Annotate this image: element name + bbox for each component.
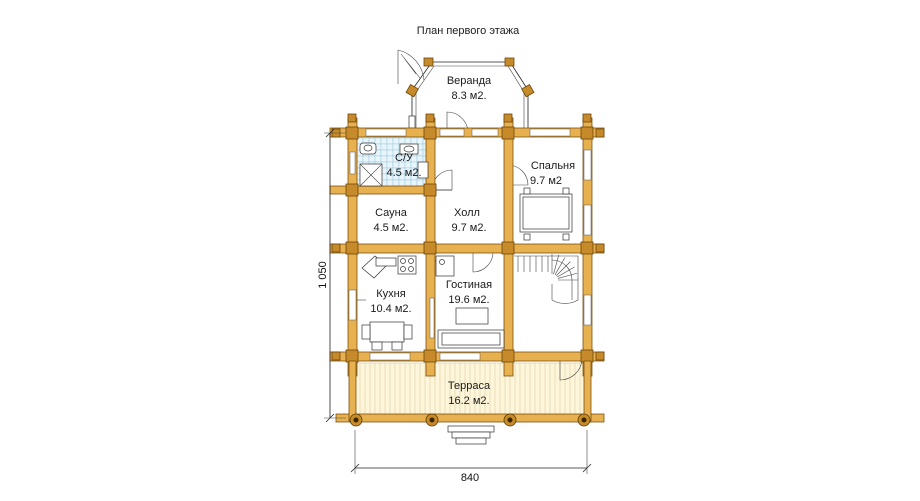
floor-tile [374,155,382,163]
terrace-deck [353,362,587,419]
dimension-width-label: 840 [461,472,479,484]
floor-tile [416,155,424,163]
room-veranda-area: 8.3 м2. [451,90,486,102]
log-end [423,183,437,197]
floor-tile [386,155,394,163]
terrace-post-core [507,417,513,423]
log-end [347,113,357,123]
log-end [582,113,592,123]
log-end [423,349,437,363]
log-end [595,243,605,253]
floor-tile [380,143,388,151]
floor-tile [368,155,376,163]
floor-tile [404,137,412,145]
stair-step [557,272,578,279]
floor-tile [386,143,394,151]
room-hall-name: Холл [454,207,480,219]
log-end [580,241,594,255]
room-kitchen-area: 10.4 м2. [370,303,411,315]
stair-step [556,261,571,276]
stair-rail [551,259,573,300]
log-end [345,126,359,140]
veranda-outline [397,49,535,130]
floor-tile [386,137,394,145]
stair-step [553,254,560,275]
floor-tile [380,155,388,163]
log-ends [331,113,605,363]
room-hall-area: 9.7 м2. [451,222,486,234]
room-terrace-area: 16.2 м2. [448,395,489,407]
plan-title: План первого этажа [417,25,520,37]
stair-step [557,266,575,278]
room-su-name: С/У [395,152,414,164]
log-end [423,241,437,255]
dimension-height-label: 1 050 [317,261,329,289]
floor-tile [392,137,400,145]
floor-tile [404,179,412,187]
log-end [425,113,435,123]
log-end [345,183,359,197]
floor-tile [398,137,406,145]
room-terrace-name: Терраса [448,380,491,392]
room-sauna-area: 4.5 м2. [373,222,408,234]
floor-tile [386,179,394,187]
terrace-post-core [353,417,359,423]
dimension-width: 840 [350,430,592,484]
furniture [359,142,579,351]
room-living-area: 19.6 м2. [448,294,489,306]
room-kitchen-name: Кухня [376,288,405,300]
floor-tile [374,137,382,145]
terrace-railing [335,360,605,445]
floor-tile [398,179,406,187]
floor-tile [380,149,388,157]
room-bedroom-name: Спальня [531,160,575,172]
log-end [423,126,437,140]
log-end [501,349,515,363]
log-end [345,241,359,255]
stair-step [554,257,566,275]
floor-tile [410,179,418,187]
dimension-height: 1 050 [317,128,346,423]
terrace-post-core [581,417,587,423]
log-end [595,351,605,361]
room-bedroom-area: 9.7 м2 [530,175,562,187]
log-end [580,126,594,140]
room-su-area: 4.5 м2. [386,167,421,179]
log-end [331,351,341,361]
terrace-post-core [429,417,435,423]
floor-tile [386,149,394,157]
floor-tile [362,155,370,163]
room-labels: Веранда 8.3 м2. С/У 4.5 м2. Спальня 9.7 … [370,75,575,407]
log-end [595,128,605,138]
floor-tile [392,179,400,187]
floor-tile [392,143,400,151]
log-end [580,349,594,363]
log-end [345,349,359,363]
log-end [501,126,515,140]
log-end [331,243,341,253]
log-end [501,241,515,255]
floor-tile [380,137,388,145]
floor-tile [416,179,424,187]
room-sauna-name: Сауна [375,207,408,219]
floor-tile [410,137,418,145]
floor-tile [356,155,364,163]
floor-tile [416,137,424,145]
log-end [503,113,513,123]
room-veranda-name: Веранда [447,75,492,87]
stair-outline [514,255,579,304]
room-living-name: Гостиная [446,279,492,291]
